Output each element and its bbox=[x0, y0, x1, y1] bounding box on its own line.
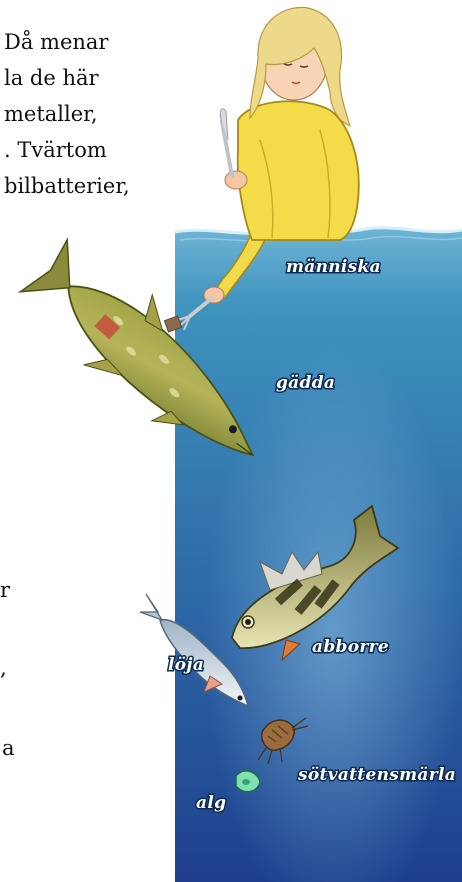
label-alga: alg bbox=[196, 793, 226, 813]
label-bleak: löja bbox=[168, 655, 204, 675]
label-pike: gädda bbox=[276, 373, 335, 393]
label-human: människa bbox=[286, 257, 381, 277]
label-perch: abborre bbox=[312, 637, 389, 657]
label-amphipod: sötvattensmärla bbox=[297, 765, 456, 785]
alga bbox=[236, 771, 260, 792]
